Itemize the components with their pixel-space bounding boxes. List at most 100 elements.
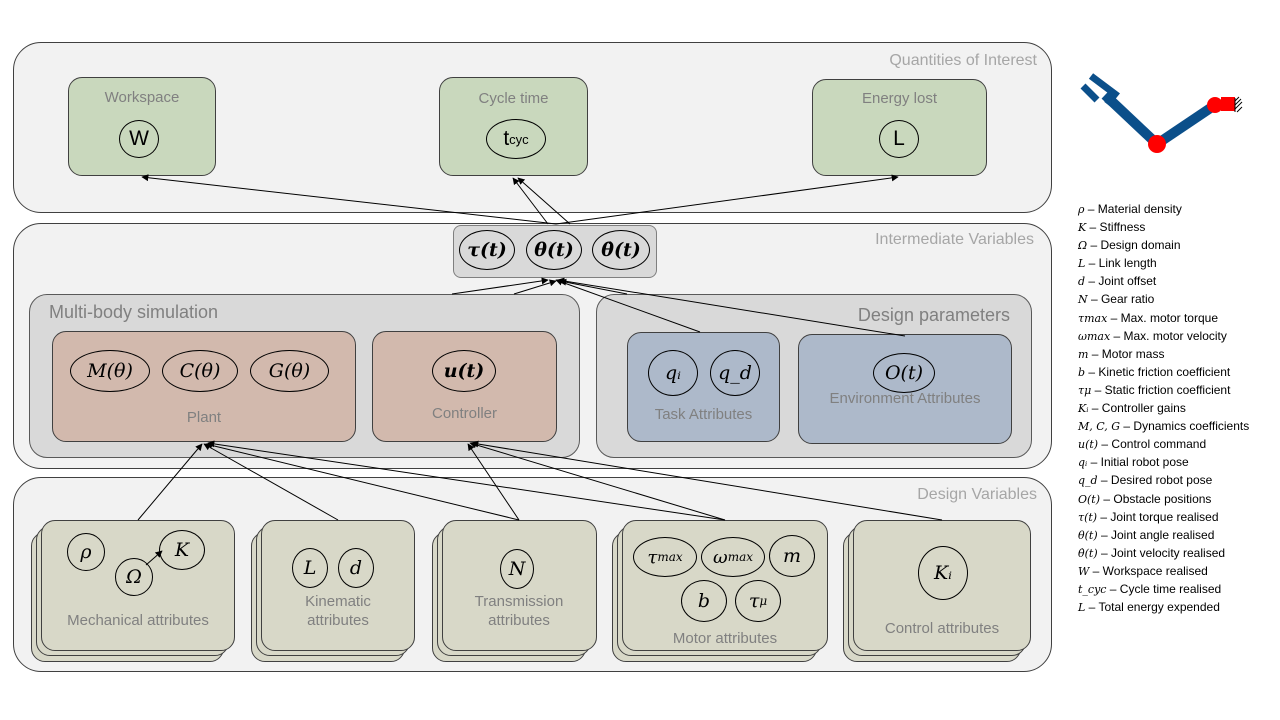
legend-row: θ̇(t) – Joint velocity realised: [1078, 544, 1278, 562]
legend-text: – Motor mass: [1088, 346, 1165, 361]
environment-attributes-label: Environment Attributes: [829, 390, 981, 407]
legend-text: – Total energy expended: [1085, 600, 1220, 615]
cycle-time-symbol-sub: cyc: [509, 131, 529, 147]
legend-row: L – Link length: [1078, 254, 1278, 272]
control-command-symbol: u(t): [432, 350, 496, 392]
transmission-attributes-label: Transmission attributes: [474, 593, 564, 629]
legend-text: – Joint angle realised: [1097, 527, 1215, 542]
joint-offset-symbol: d: [338, 548, 374, 588]
legend-row: ρ – Material density: [1078, 200, 1278, 218]
legend-symbol: N: [1078, 293, 1088, 307]
coriolis-symbol: C(θ): [162, 350, 238, 392]
legend-symbol: θ(t): [1078, 528, 1098, 542]
legend-symbol: u(t): [1078, 438, 1099, 452]
control-attributes-label: Control attributes: [884, 620, 1000, 637]
legend-text: – Workspace realised: [1089, 563, 1208, 578]
legend-symbol: τ(t): [1078, 510, 1098, 524]
legend-text: – Joint velocity realised: [1097, 545, 1226, 560]
legend-text: – Control command: [1098, 437, 1207, 452]
legend-row: u(t) – Control command: [1078, 435, 1278, 453]
legend-row: t_cyc – Cycle time realised: [1078, 580, 1278, 598]
legend-row: M, C, G – Dynamics coefficients: [1078, 417, 1278, 435]
legend-row: O(t) – Obstacle positions: [1078, 490, 1278, 508]
legend-text: – Controller gains: [1088, 401, 1186, 416]
legend-symbol: m: [1078, 347, 1089, 361]
multibody-title: Multi-body simulation: [49, 302, 219, 322]
legend-text: – Obstacle positions: [1100, 491, 1212, 506]
workspace-title: Workspace: [104, 89, 180, 106]
legend-symbol: W: [1078, 564, 1090, 578]
legend-text: – Initial robot pose: [1087, 455, 1189, 470]
task-attributes-label: Task Attributes: [654, 406, 753, 423]
legend-symbol: q_d: [1078, 474, 1098, 488]
legend-text: – Material density: [1084, 202, 1182, 216]
legend-text: – Max. motor velocity: [1110, 328, 1227, 343]
legend-text: – Stiffness: [1086, 220, 1146, 235]
legend-symbol: ρ: [1078, 203, 1085, 216]
legend-symbol: qᵢ: [1078, 456, 1088, 470]
energy-lost-symbol: L: [879, 120, 919, 158]
controller-label: Controller: [431, 405, 498, 422]
legend-text: – Static friction coefficient: [1091, 382, 1231, 397]
gear-ratio-symbol: N: [500, 549, 534, 589]
legend-row: τμ – Static friction coefficient: [1078, 381, 1278, 399]
legend-symbol: b: [1078, 365, 1086, 379]
legend-text: – Kinetic friction coefficient: [1085, 364, 1231, 379]
legend-row: Kᵢ – Controller gains: [1078, 399, 1278, 417]
legend-text: – Link length: [1085, 256, 1157, 271]
workspace-symbol: W: [119, 120, 159, 158]
legend-symbol: θ̇(t): [1078, 546, 1098, 560]
legend-symbol: Kᵢ: [1078, 402, 1089, 416]
velocity-var: θ̇(t): [592, 230, 650, 270]
legend-symbol: O(t): [1078, 492, 1101, 506]
kinematic-attributes-label: Kinematic attributes: [305, 593, 371, 629]
legend-row: K – Stiffness: [1078, 218, 1278, 236]
intermediate-layer-title: Intermediate Variables: [875, 231, 1034, 248]
legend-text: – Gear ratio: [1087, 292, 1155, 307]
design-domain-symbol: Ω: [115, 558, 153, 596]
initial-pose-symbol: qᵢ: [648, 350, 698, 396]
legend-text: – Design domain: [1087, 238, 1181, 253]
angle-var: θ(t): [526, 230, 582, 270]
legend-symbol: t_cyc: [1078, 582, 1107, 596]
mass-matrix-symbol: M(θ): [70, 350, 150, 392]
mechanical-attributes-label: Mechanical attributes: [67, 612, 209, 629]
legend-symbol: M, C, G: [1078, 420, 1121, 434]
legend-symbol: L: [1078, 257, 1086, 271]
legend-symbol: ωmax: [1078, 329, 1111, 343]
obstacle-symbol: O(t): [873, 353, 935, 393]
density-symbol: ρ: [67, 533, 105, 571]
kinetic-friction-symbol: b: [681, 580, 727, 622]
energy-lost-title: Energy lost: [861, 90, 938, 107]
legend-text: – Joint torque realised: [1097, 509, 1219, 524]
legend-symbol: τmax: [1078, 311, 1108, 325]
torque-var: τ(t): [459, 230, 515, 270]
legend-row: Ω – Design domain: [1078, 236, 1278, 254]
legend-symbol: d: [1078, 275, 1086, 289]
cycle-time-title: Cycle time: [478, 90, 549, 107]
legend-row: τmax – Max. motor torque: [1078, 309, 1278, 327]
legend-row: W – Workspace realised: [1078, 562, 1278, 580]
desired-pose-symbol: q_d: [710, 350, 760, 396]
legend-text: – Cycle time realised: [1106, 581, 1222, 596]
legend-row: ωmax – Max. motor velocity: [1078, 327, 1278, 345]
legend-row: d – Joint offset: [1078, 272, 1278, 290]
plant-label: Plant: [186, 409, 222, 426]
design-params-title: Design parameters: [857, 305, 1010, 325]
legend-symbol: K: [1078, 221, 1087, 235]
legend-row: m – Motor mass: [1078, 345, 1278, 363]
stiffness-symbol: K: [159, 530, 205, 570]
legend-row: b – Kinetic friction coefficient: [1078, 363, 1278, 381]
task-attributes-box: [627, 332, 780, 442]
motor-mass-symbol: m: [769, 535, 815, 577]
link-length-symbol: L: [292, 548, 328, 588]
legend-text: – Dynamics coefficients: [1120, 419, 1250, 434]
legend-text: – Max. motor torque: [1107, 310, 1218, 325]
controller-gains-symbol: Kᵢ: [918, 546, 968, 600]
legend-row: L – Total energy expended: [1078, 598, 1278, 616]
robot-arm-icon: [1080, 73, 1243, 153]
kinematic-attributes-box: [261, 520, 415, 651]
